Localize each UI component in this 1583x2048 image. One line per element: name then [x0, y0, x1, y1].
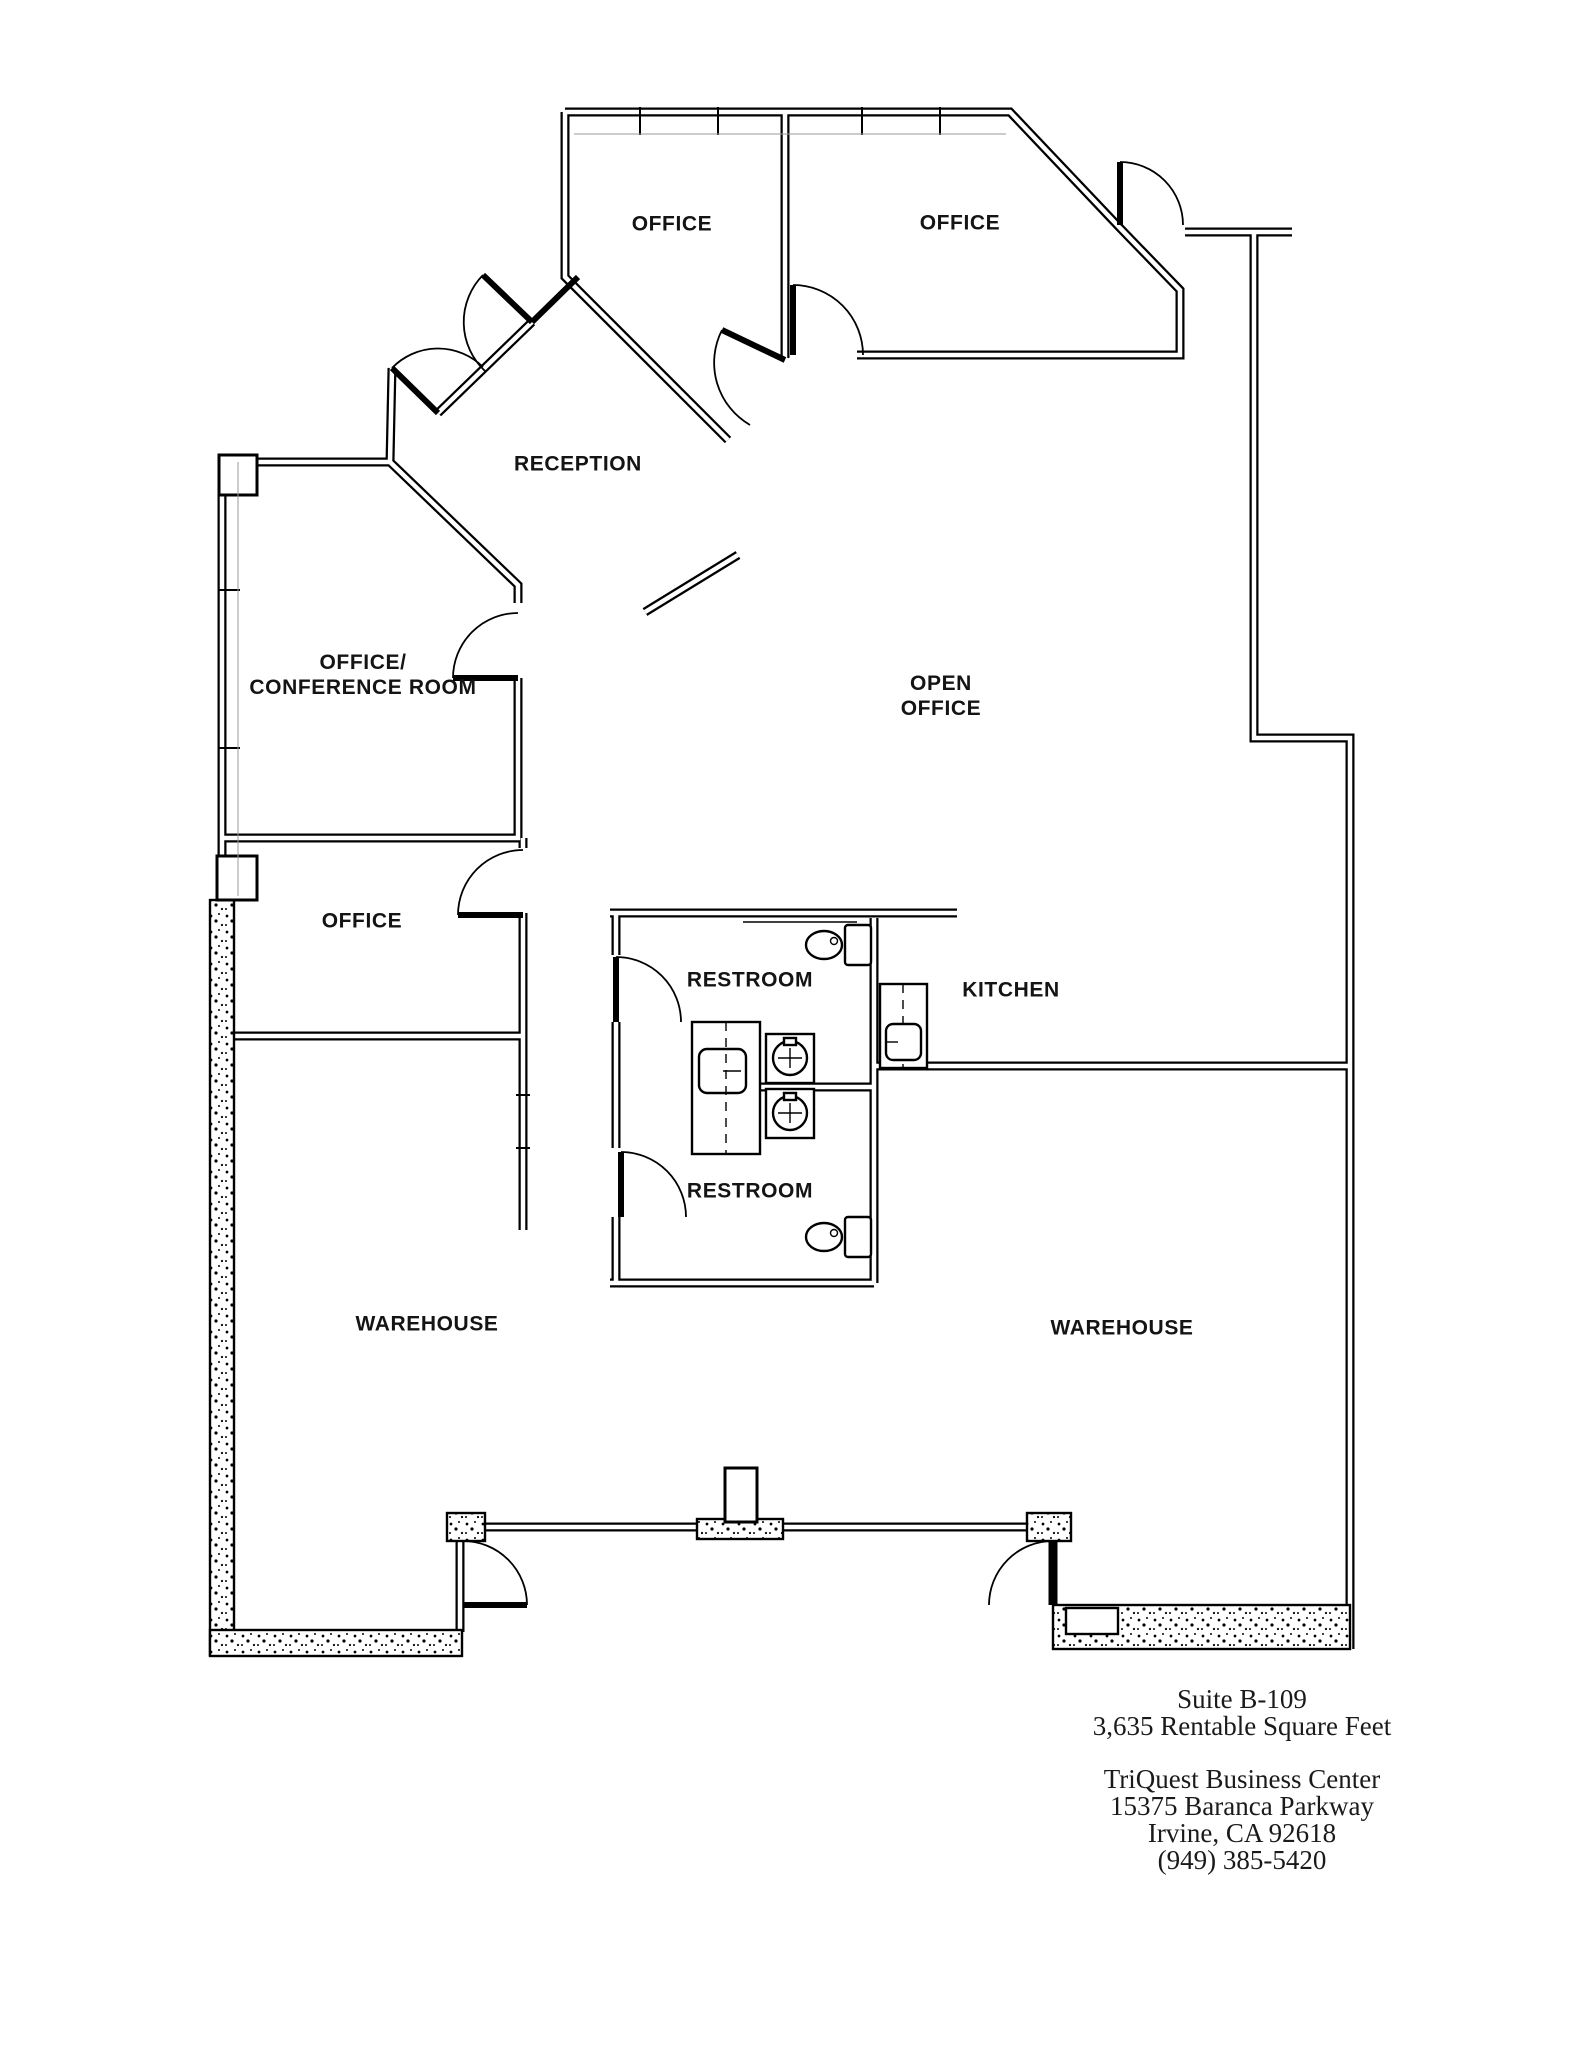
dock-plate — [1064, 1606, 1120, 1636]
door-swing-arc — [713, 329, 751, 426]
window-mullions — [219, 107, 1006, 1149]
room-label-office-conference: OFFICE/ CONFERENCE ROOM — [249, 651, 477, 699]
address-city: Irvine, CA 92618 — [1147, 1818, 1337, 1848]
room-label-open-office: OPEN OFFICE — [900, 672, 982, 720]
suite-info: Suite B-109 3,635 Rentable Square Feet T… — [1093, 1686, 1391, 1900]
door-swing-arc — [620, 1151, 687, 1218]
phone-number: (949) 385-5420 — [1157, 1845, 1327, 1875]
room-label-restroom-lower: RESTROOM — [686, 1179, 814, 1203]
sink-icon — [764, 1032, 816, 1085]
door-swing-arc — [462, 274, 486, 372]
entry-pillar — [723, 1466, 759, 1524]
room-label-warehouse-right: WAREHOUSE — [1050, 1316, 1194, 1340]
address-street: 15375 Baranca Parkway — [1110, 1791, 1374, 1821]
toilet-icon — [804, 923, 873, 967]
door-swing-arc — [988, 1540, 1054, 1606]
door-swing-arc — [457, 849, 524, 916]
office-door-leaf — [720, 327, 787, 363]
doors — [389, 161, 1184, 1608]
concrete-walls — [208, 898, 1352, 1658]
room-label-warehouse-left: WAREHOUSE — [355, 1312, 499, 1336]
entry-vestibule-door-leaves — [389, 272, 581, 416]
business-center-name: TriQuest Business Center — [1103, 1764, 1381, 1794]
door-swing-arc — [452, 612, 519, 679]
fixtures — [690, 923, 929, 1259]
suite-number: Suite B-109 — [1177, 1684, 1307, 1714]
sink-icon — [764, 1087, 816, 1140]
room-label-office-middle: OFFICE — [321, 909, 403, 933]
door-swing-arc — [615, 956, 682, 1023]
room-label-reception: RECEPTION — [514, 452, 642, 476]
rentable-area: 3,635 Rentable Square Feet — [1092, 1711, 1392, 1741]
room-label-restroom-upper: RESTROOM — [686, 968, 814, 992]
vanity-sink-icon — [690, 1020, 762, 1156]
door-swing-arc — [1119, 161, 1184, 226]
wall-column-mid — [215, 854, 259, 902]
toilet-icon — [804, 1215, 873, 1259]
door-swing-arc — [792, 284, 864, 356]
room-label-office-top-left: OFFICE — [631, 212, 713, 236]
kitchen-sink-icon — [878, 982, 929, 1070]
room-label-kitchen: KITCHEN — [962, 978, 1060, 1002]
door-swing-arc — [462, 1540, 528, 1606]
walls — [222, 112, 1350, 1649]
room-label-office-top-right: OFFICE — [919, 211, 1001, 235]
door-swing-arc — [391, 347, 484, 369]
